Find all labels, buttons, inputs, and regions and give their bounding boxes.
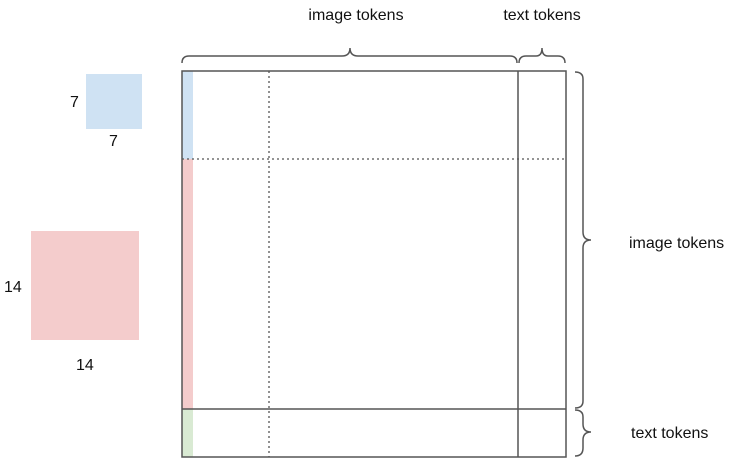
right-text-tokens-brace	[574, 409, 592, 457]
top-text-tokens-brace	[518, 47, 566, 64]
right-image-tokens-label: image tokens	[629, 235, 724, 252]
right-text-tokens-label: text tokens	[631, 425, 708, 442]
small-square-width-label: 7	[109, 133, 118, 150]
blue-strip	[182, 71, 193, 159]
top-image-tokens-brace	[181, 47, 518, 64]
top-text-tokens-label: text tokens	[503, 7, 580, 24]
small-square	[86, 74, 142, 129]
right-image-tokens-brace	[574, 71, 592, 409]
red-strip	[182, 159, 193, 409]
attention-matrix	[181, 70, 567, 458]
green-strip	[182, 409, 193, 457]
large-square-height-label: 14	[4, 279, 22, 296]
large-square	[31, 231, 139, 340]
large-square-width-label: 14	[76, 357, 94, 374]
small-square-height-label: 7	[70, 94, 79, 111]
top-image-tokens-label: image tokens	[308, 7, 403, 24]
